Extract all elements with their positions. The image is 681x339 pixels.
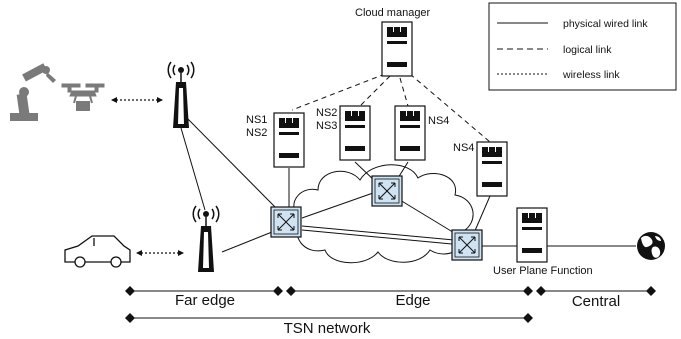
legend-box: [488, 2, 677, 91]
user-plane-function-server: [516, 207, 548, 263]
central-label: Central: [572, 293, 620, 310]
drone-icon: [61, 83, 105, 111]
cell-tower-icon-bottom: [192, 205, 220, 273]
segment-bars: [125, 286, 656, 323]
legend: physical wired link logical link wireles…: [488, 2, 677, 91]
far-edge-label: Far edge: [175, 292, 235, 309]
server-b-label-top: NS2: [316, 107, 337, 119]
network-cloud: [293, 164, 474, 264]
cloud-manager-server: [381, 21, 413, 77]
switch-far-edge: [270, 206, 302, 238]
cloud-manager-label: Cloud manager: [355, 7, 431, 19]
tsn-network-label: TSN network: [284, 320, 371, 337]
switch-edge: [371, 175, 403, 207]
server-d-label: NS4: [453, 142, 474, 154]
server-b-label-bottom: NS3: [316, 120, 337, 132]
car-icon: [64, 235, 131, 268]
legend-label-logical: logical link: [563, 44, 612, 56]
upf-label: User Plane Function: [493, 265, 593, 277]
server-ns4-edge: [394, 105, 426, 161]
robot-arm-icon: [10, 63, 56, 121]
physical-links: [180, 111, 636, 253]
server-a-label-bottom: NS2: [246, 127, 267, 139]
legend-label-wireless: wireless link: [562, 69, 620, 81]
server-a-label-top: NS1: [246, 114, 267, 126]
legend-label-physical: physical wired link: [563, 18, 648, 30]
server-ns2-ns3: [339, 105, 371, 161]
edge-label: Edge: [395, 292, 430, 309]
cell-tower-icon-top: [167, 61, 195, 129]
server-c-label: NS4: [428, 115, 449, 127]
switch-central: [451, 229, 483, 261]
server-ns1-ns2: [273, 112, 305, 168]
globe-icon: [637, 232, 665, 260]
wireless-links: [111, 97, 184, 256]
logical-links: [291, 73, 491, 143]
server-ns4-central: [476, 141, 508, 197]
